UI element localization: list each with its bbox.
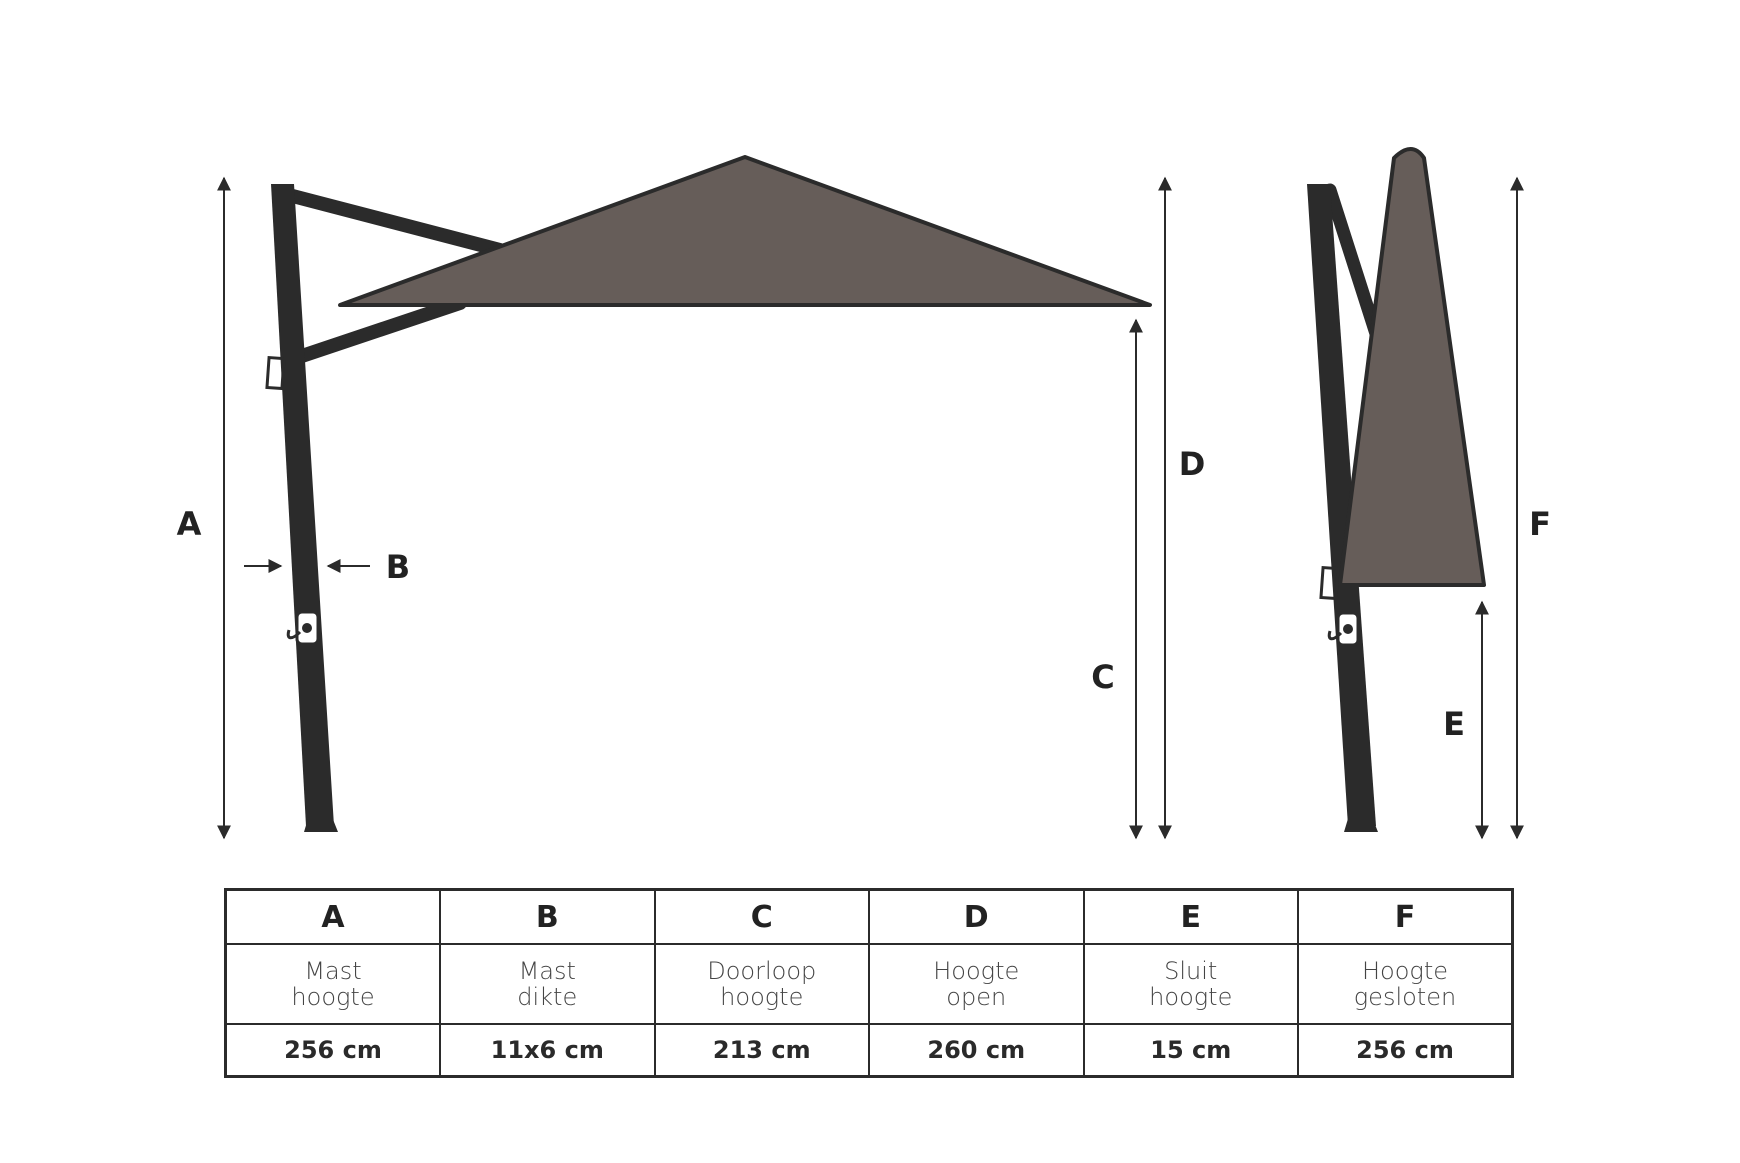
- column-letter-a: A: [224, 888, 441, 945]
- column-label-d: Hoogte open: [868, 943, 1085, 1025]
- mast-foot: [304, 812, 338, 832]
- closed-arm: [1323, 183, 1385, 347]
- table-header-row: A B C D E F: [224, 888, 1514, 945]
- spec-table: A B C D E F Mast hoogte Mast dikte Doorl…: [224, 888, 1514, 1078]
- column-value-a: 256 cm: [224, 1023, 441, 1078]
- closed-crank-icon: [1327, 611, 1360, 647]
- column-value-c: 213 cm: [653, 1023, 870, 1078]
- column-value-d: 260 cm: [868, 1023, 1085, 1078]
- table-label-row: Mast hoogte Mast dikte Doorloop hoogte H…: [224, 943, 1514, 1025]
- dimension-e-label: E: [1443, 705, 1465, 743]
- column-value-b: 11x6 cm: [439, 1023, 656, 1078]
- dimension-d-label: D: [1179, 445, 1206, 483]
- lower-arm: [289, 296, 467, 365]
- dimension-a-label: A: [177, 505, 202, 543]
- dimension-b-label: B: [386, 548, 410, 586]
- closed-umbrella: [1307, 147, 1486, 832]
- column-letter-e: E: [1082, 888, 1299, 945]
- closed-mast-foot: [1344, 812, 1378, 832]
- closed-mast: [1307, 184, 1376, 826]
- crank-icon: [286, 610, 320, 646]
- mast: [271, 184, 334, 826]
- table-value-row: 256 cm 11x6 cm 213 cm 260 cm 15 cm 256 c…: [224, 1023, 1514, 1078]
- column-letter-b: B: [439, 888, 656, 945]
- column-label-f: Hoogte gesloten: [1297, 943, 1514, 1025]
- open-umbrella: [265, 155, 1152, 832]
- column-label-c: Doorloop hoogte: [653, 943, 870, 1025]
- mast-bracket: [265, 355, 286, 391]
- closed-mast-bracket: [1319, 565, 1340, 601]
- dimension-f-label: F: [1529, 505, 1551, 543]
- column-letter-c: C: [653, 888, 870, 945]
- column-label-b: Mast dikte: [439, 943, 656, 1025]
- canopy-closed: [1338, 147, 1486, 587]
- column-value-e: 15 cm: [1082, 1023, 1299, 1078]
- column-letter-f: F: [1297, 888, 1514, 945]
- column-label-e: Sluit hoogte: [1082, 943, 1299, 1025]
- column-value-f: 256 cm: [1297, 1023, 1514, 1078]
- upper-arm: [278, 187, 507, 257]
- column-label-a: Mast hoogte: [224, 943, 441, 1025]
- dimension-c-label: C: [1091, 658, 1114, 696]
- column-letter-d: D: [868, 888, 1085, 945]
- canopy-open: [338, 155, 1152, 307]
